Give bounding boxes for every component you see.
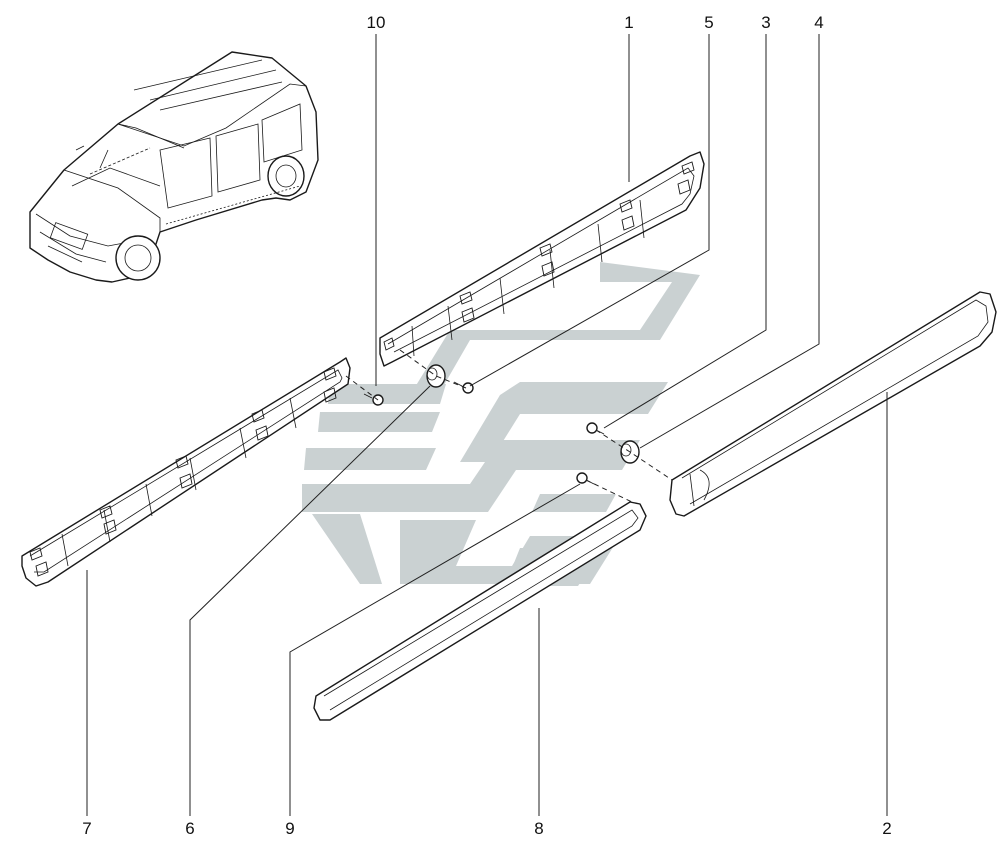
molding-8 [313,501,647,721]
callout-2: 2 [882,819,891,838]
callout-9: 9 [285,819,294,838]
molding-1 [379,151,705,367]
callout-5: 5 [704,13,713,32]
leader-lines [86,34,888,816]
molding-2 [669,291,997,517]
callout-10: 10 [367,13,386,32]
callout-8: 8 [534,819,543,838]
callout-3: 3 [761,13,770,32]
assembly-lines [345,349,673,503]
fastener-9 [576,472,595,485]
fastener-3 [586,422,605,435]
molding-7 [21,357,351,587]
callouts: 10 1 5 3 4 7 6 9 8 2 [82,13,891,838]
car-illustration [29,51,319,283]
watermark-logo [302,262,700,586]
callout-4: 4 [814,13,823,32]
callout-6: 6 [185,819,194,838]
callout-7: 7 [82,819,91,838]
clip-6 [426,364,446,388]
callout-1: 1 [624,13,633,32]
